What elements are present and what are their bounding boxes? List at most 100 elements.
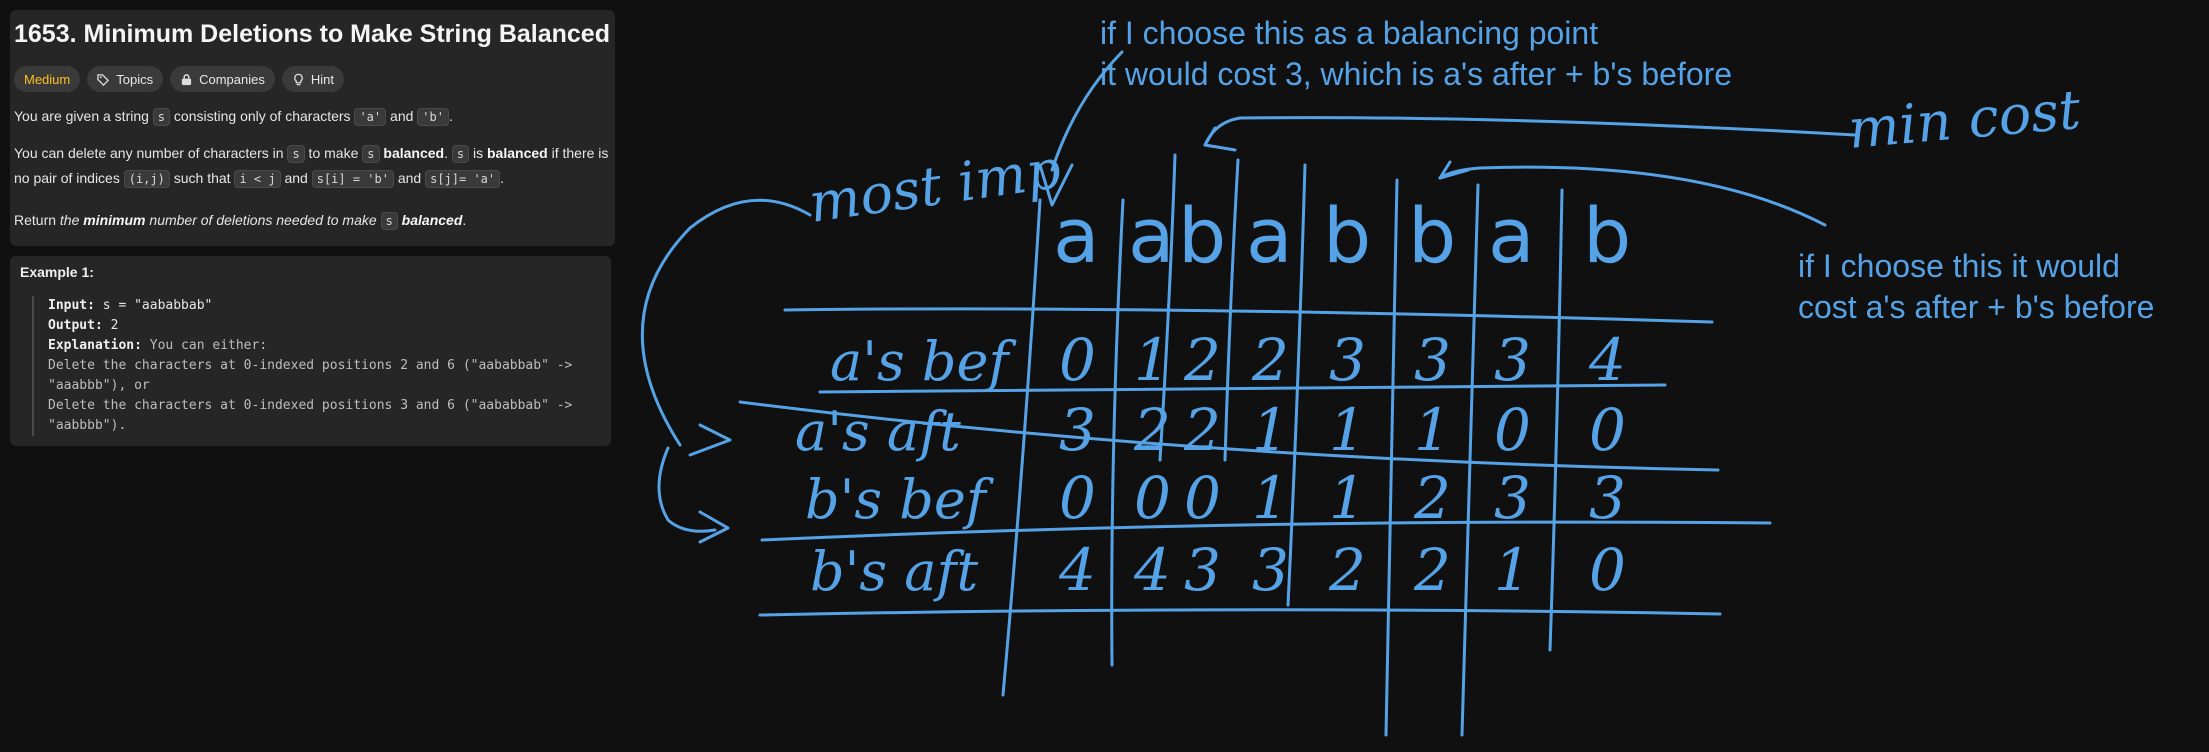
- arrow-to-min-cost: [1203, 116, 1857, 147]
- table-cell-value: 3: [1252, 536, 1289, 604]
- grid-line-horizontal: [760, 520, 1772, 542]
- table-cell-value: 0: [1184, 464, 1221, 532]
- curved-arrow-most-imp-head: [688, 423, 732, 457]
- example-body: Input: s = "aababbab" Output: 2 Explanat…: [32, 296, 618, 436]
- text: .: [444, 145, 452, 161]
- explanation-line-3: Delete the characters at 0-indexed posit…: [48, 398, 573, 413]
- row-label: a's aft: [795, 400, 961, 463]
- table-cell-value: 3: [1329, 326, 1366, 394]
- text: .: [462, 212, 467, 228]
- example-explanation-line: Explanation: You can either:: [48, 336, 618, 356]
- input-value: s = "aababbab": [94, 298, 213, 313]
- grid-line-vertical: [1460, 183, 1480, 737]
- table-cell-value: 0: [1589, 396, 1626, 464]
- text: to make: [304, 145, 363, 161]
- explanation-line-4: "aabbbb").: [48, 418, 127, 433]
- table-cell-value: 2: [1413, 536, 1451, 604]
- text: and: [280, 170, 312, 186]
- text: and: [393, 170, 426, 186]
- table-cell-value: 4: [1133, 536, 1171, 604]
- explanation-line-1: Delete the characters at 0-indexed posit…: [48, 358, 573, 373]
- curved-arrow-second: [657, 446, 717, 533]
- example-title: Example 1:: [20, 264, 94, 280]
- companies-button[interactable]: Companies: [170, 66, 275, 92]
- topics-button[interactable]: Topics: [87, 66, 164, 92]
- input-label: Input:: [48, 298, 95, 313]
- hint-button[interactable]: Hint: [281, 66, 344, 92]
- table-cell-value: 3: [1494, 464, 1531, 532]
- annotation-typed-top-line-2: it would cost 3, which is a's after + b'…: [1100, 56, 1733, 92]
- table-cell-value: 3: [1414, 326, 1451, 394]
- string-character: b: [1583, 191, 1631, 280]
- row-label: a's bef: [830, 330, 1016, 393]
- arrow-to-balancing-point: [1050, 50, 1124, 172]
- row-label: b's aft: [810, 540, 978, 603]
- table-cell-value: 2: [1251, 326, 1289, 394]
- curved-arrow-second-head: [698, 510, 730, 544]
- string-character: a: [1488, 191, 1535, 280]
- table-cell-value: 2: [1183, 326, 1221, 394]
- arrow-right-annotation-head: [1438, 160, 1470, 180]
- curved-arrow-most-imp: [640, 198, 812, 447]
- string-character: b: [1178, 191, 1226, 280]
- text: Return: [14, 212, 60, 228]
- arrow-to-min-cost-head: [1203, 126, 1237, 152]
- table-cell-value: 2: [1133, 396, 1171, 464]
- bold-italic-text: balanced: [397, 212, 463, 228]
- table-cell-value: 1: [1414, 396, 1451, 464]
- inline-code: s: [287, 145, 305, 163]
- arrow-to-balancing-point-head: [1038, 163, 1074, 207]
- problem-title: 1653. Minimum Deletions to Make String B…: [14, 20, 610, 48]
- table-cell-value: 3: [1589, 464, 1626, 532]
- inline-code: s[i] = 'b': [311, 170, 394, 188]
- text: You are given a string: [14, 108, 153, 124]
- grid-line-vertical: [1384, 178, 1399, 737]
- tag-icon: [97, 73, 110, 86]
- inline-code: 'b': [417, 108, 449, 126]
- table-cell-value: 1: [1252, 464, 1289, 532]
- difficulty-label: Medium: [24, 71, 71, 87]
- table-cell-value: 0: [1059, 326, 1096, 394]
- description-paragraph-2: You can delete any number of characters …: [14, 141, 614, 191]
- grid-line-vertical: [1223, 158, 1240, 462]
- example-panel: Example 1: Input: s = "aababbab" Output:…: [10, 256, 611, 446]
- string-character: b: [1408, 191, 1456, 280]
- table-cell-value: 1: [1134, 326, 1171, 394]
- italic-text: the: [59, 212, 84, 228]
- string-character: b: [1323, 191, 1371, 280]
- description-paragraph-3: Return the minimum number of deletions n…: [14, 208, 614, 234]
- inline-code: s: [152, 108, 171, 126]
- difficulty-badge[interactable]: Medium: [14, 66, 81, 92]
- text: .: [448, 108, 453, 124]
- bold-italic-text: minimum: [83, 212, 146, 228]
- string-character: a: [1128, 191, 1175, 280]
- text: .: [500, 170, 505, 186]
- table-cell-value: 1: [1329, 464, 1366, 532]
- string-character: a: [1053, 191, 1100, 280]
- output-label: Output:: [48, 318, 103, 333]
- annotation-typed-top-line-1: if I choose this as a balancing point: [1100, 15, 1599, 51]
- table-cell-value: 3: [1184, 536, 1221, 604]
- arrow-right-annotation: [1438, 165, 1827, 227]
- table-cell-value: 2: [1328, 536, 1366, 604]
- row-label: b's bef: [805, 468, 994, 531]
- grid-line-horizontal: [818, 383, 1667, 394]
- bold-text: balanced: [379, 145, 445, 161]
- problem-description-panel: 1653. Minimum Deletions to Make String B…: [10, 10, 615, 246]
- explanation-line-2: "aaabbb"), or: [48, 378, 150, 393]
- text: if there is no pair of indices: [14, 145, 609, 186]
- inline-code: s: [362, 145, 380, 163]
- bold-text: balanced: [487, 145, 548, 161]
- table-cell-value: 4: [1058, 536, 1096, 604]
- inline-code: s[j]= 'a': [425, 170, 501, 188]
- text: You can delete any number of characters …: [14, 145, 288, 161]
- explanation-label: Explanation:: [48, 338, 142, 353]
- lock-icon: [181, 73, 192, 85]
- italic-text: number of deletions needed to make: [145, 212, 381, 228]
- text: and: [386, 108, 418, 124]
- hint-label: Hint: [310, 71, 334, 87]
- lightbulb-icon: [294, 73, 303, 85]
